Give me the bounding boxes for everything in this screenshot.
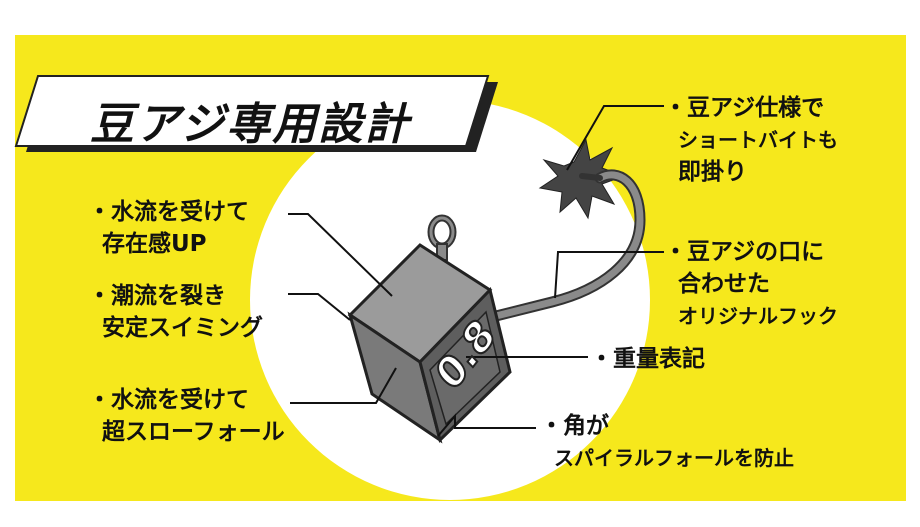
connector-hook-tip — [566, 105, 664, 171]
callout-hook-shape: ・豆アジの口に 合わせた オリジナルフック — [664, 239, 838, 328]
connector-front-face — [290, 367, 397, 404]
hook-shank-fill — [484, 171, 644, 322]
connector-corner — [437, 413, 536, 437]
page-title: 豆アジ専用設計 — [90, 99, 411, 150]
callout-front-face: ・水流を受けて 超スローフォール — [88, 387, 285, 445]
connector-top-face — [288, 213, 393, 297]
title-banner — [14, 75, 490, 147]
callout-weight-mark: ・重量表記 — [590, 346, 705, 372]
head-right-face-inner — [429, 310, 501, 426]
connector-edge — [288, 293, 351, 321]
callout-edge: ・潮流を裂き 安定スイミング — [88, 283, 263, 341]
callout-top-face: ・水流を受けて 存在感UP — [88, 199, 249, 257]
callout-hook-tip: ・豆アジ仕様で ショートバイトも 即掛り — [664, 95, 838, 185]
connector-hook-shape — [554, 251, 664, 299]
hook-point — [579, 173, 603, 181]
callout-corner: ・角が スパイラルフォールを防止 — [540, 413, 794, 470]
